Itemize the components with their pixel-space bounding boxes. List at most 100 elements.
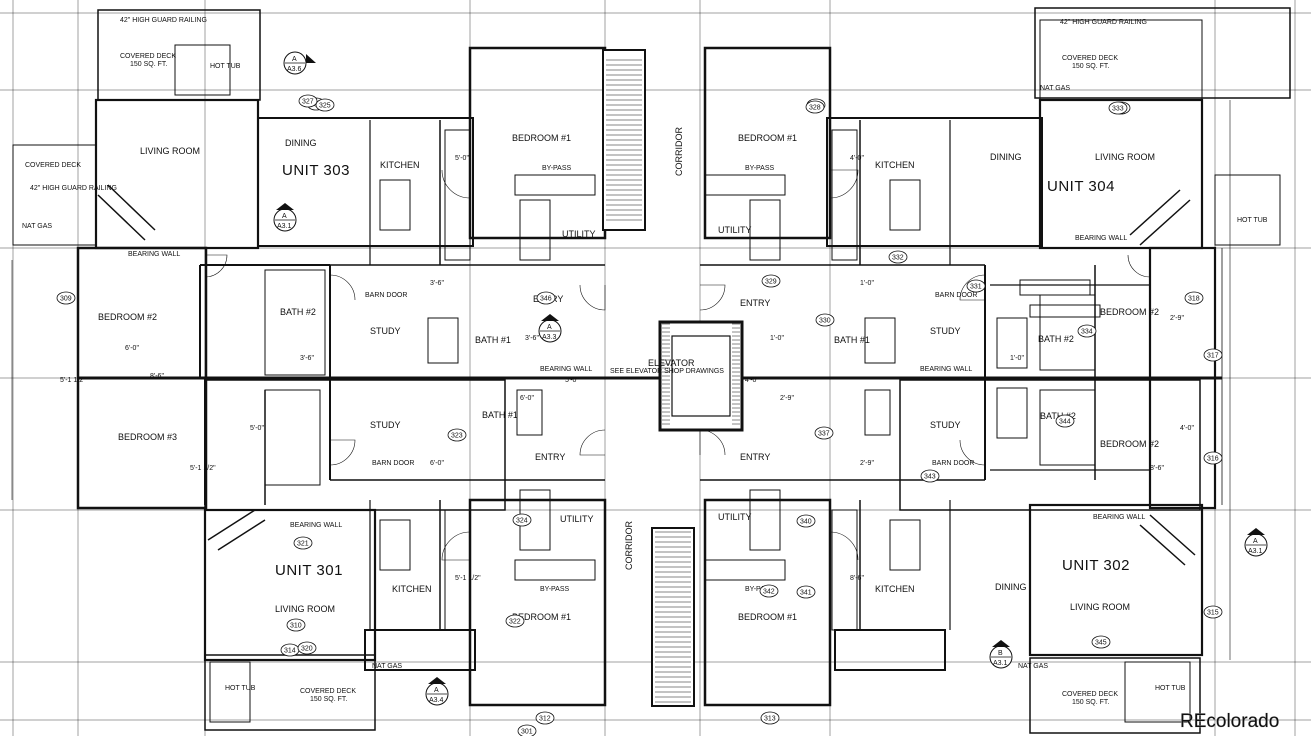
room-tag: 324 xyxy=(512,513,532,527)
room-tag: 323 xyxy=(447,428,467,442)
dimension-text: 5'-0" xyxy=(565,377,579,384)
svg-text:A3.6: A3.6 xyxy=(287,66,302,73)
svg-text:A3.4: A3.4 xyxy=(429,697,444,704)
room-label: BEDROOM #2 xyxy=(1100,439,1159,449)
svg-text:337: 337 xyxy=(818,431,830,438)
dimension-text: 1'-0" xyxy=(860,280,874,287)
section-mark: A A3.4 xyxy=(425,677,449,706)
note: BEARING WALL xyxy=(1093,514,1145,521)
room-label: KITCHEN xyxy=(392,584,432,594)
room-tag: 330 xyxy=(815,313,835,327)
svg-text:A: A xyxy=(434,687,439,694)
room-label: STUDY xyxy=(370,326,401,336)
dimension-text: 5'-1 1/2" xyxy=(190,465,216,472)
dimension-text: 8'-6" xyxy=(1150,465,1164,472)
room-tag: 332 xyxy=(888,250,908,264)
dimension-text: 3'-6" xyxy=(430,280,444,287)
svg-text:318: 318 xyxy=(1188,296,1200,303)
section-mark: B A3.1 xyxy=(989,640,1013,669)
svg-text:320: 320 xyxy=(301,646,313,653)
room-tag: 316 xyxy=(1203,451,1223,465)
room-tag: 312 xyxy=(535,711,555,725)
room-tag: 333 xyxy=(1108,101,1128,115)
dimension-text: 1'-0" xyxy=(1010,355,1024,362)
note: BY-PASS xyxy=(745,586,775,593)
note: 42" HIGH GUARD RAILING xyxy=(30,185,117,192)
room-label: BEDROOM #2 xyxy=(98,312,157,322)
hot-tub-label: HOT TUB xyxy=(210,63,241,70)
svg-text:329: 329 xyxy=(765,279,777,286)
room-tag: 318 xyxy=(1184,291,1204,305)
unit-label: UNIT 304 xyxy=(1047,178,1115,195)
room-tag: 322 xyxy=(505,614,525,628)
hot-tub-label: HOT TUB xyxy=(1155,685,1186,692)
room-tag: 320 xyxy=(297,641,317,655)
dimension-text: 4'-0" xyxy=(1180,425,1194,432)
svg-text:330: 330 xyxy=(819,318,831,325)
dimension-text: 5'-0" xyxy=(455,155,469,162)
room-label: ENTRY xyxy=(535,452,565,462)
unit-label: UNIT 302 xyxy=(1062,557,1130,574)
dimension-text: 5'-1 1/2" xyxy=(60,377,86,384)
room-tag: 342 xyxy=(759,584,779,598)
room-tag: 341 xyxy=(796,585,816,599)
svg-text:328: 328 xyxy=(809,105,821,112)
deck-area: 150 SQ. FT. xyxy=(310,696,347,703)
svg-text:312: 312 xyxy=(539,716,551,723)
room-tag: 340 xyxy=(796,514,816,528)
room-label: BEDROOM #1 xyxy=(512,612,571,622)
room-label: BATH #2 xyxy=(1040,411,1076,421)
svg-text:313: 313 xyxy=(764,716,776,723)
deck-label: COVERED DECK xyxy=(300,688,356,695)
room-label: BATH #1 xyxy=(482,410,518,420)
note: 42" HIGH GUARD RAILING xyxy=(1060,19,1147,26)
room-tag: 309 xyxy=(56,291,76,305)
svg-text:325: 325 xyxy=(319,103,331,110)
deck-area: 150 SQ. FT. xyxy=(1072,699,1109,706)
svg-text:315: 315 xyxy=(1207,610,1219,617)
room-label: STUDY xyxy=(930,420,961,430)
dimension-text: 6'-0" xyxy=(430,460,444,467)
room-label: ENTRY xyxy=(740,452,770,462)
dimension-text: 8'-6" xyxy=(150,373,164,380)
dimension-text: 3'-6" xyxy=(525,335,539,342)
svg-text:314: 314 xyxy=(284,648,296,655)
dimension-text: 3'-6" xyxy=(300,355,314,362)
room-tag: 310 xyxy=(286,618,306,632)
svg-text:A: A xyxy=(282,213,287,220)
room-label: UTILITY xyxy=(562,229,596,239)
note: BY-PASS xyxy=(540,586,570,593)
room-label: ENTRY xyxy=(740,298,770,308)
note: BY-PASS xyxy=(542,165,572,172)
deck-area: 150 SQ. FT. xyxy=(1072,63,1109,70)
dimension-text: 4'-0" xyxy=(745,377,759,384)
note: BARN DOOR xyxy=(932,460,974,467)
corridor-label: CORRIDOR xyxy=(674,127,684,176)
svg-text:A: A xyxy=(547,324,552,331)
dimension-text: 5'-1 1/2" xyxy=(455,575,481,582)
section-mark: A A3.1 xyxy=(1244,528,1268,557)
svg-text:323: 323 xyxy=(451,433,463,440)
room-tag: 345 xyxy=(1091,635,1111,649)
dimension-text: 6'-0" xyxy=(520,395,534,402)
room-label: LIVING ROOM xyxy=(140,146,200,156)
room-label: LIVING ROOM xyxy=(1070,602,1130,612)
room-label: LIVING ROOM xyxy=(1095,152,1155,162)
room-label: BEDROOM #3 xyxy=(118,432,177,442)
note: BEARING WALL xyxy=(1075,235,1127,242)
svg-text:332: 332 xyxy=(892,255,904,262)
room-label: BATH #1 xyxy=(475,335,511,345)
room-tag: 346 xyxy=(536,291,556,305)
note: BARN DOOR xyxy=(365,292,407,299)
note: 42" HIGH GUARD RAILING xyxy=(120,17,207,24)
note: BEARING WALL xyxy=(540,366,592,373)
svg-text:A3.1: A3.1 xyxy=(993,660,1008,667)
dimension-text: 1'-0" xyxy=(770,335,784,342)
room-tag: 317 xyxy=(1203,348,1223,362)
room-tag: 327 xyxy=(298,94,318,108)
dimension-text: 8'-6" xyxy=(850,575,864,582)
svg-text:321: 321 xyxy=(297,541,309,548)
hot-tub-label: HOT TUB xyxy=(1237,217,1268,224)
svg-text:322: 322 xyxy=(509,619,521,626)
